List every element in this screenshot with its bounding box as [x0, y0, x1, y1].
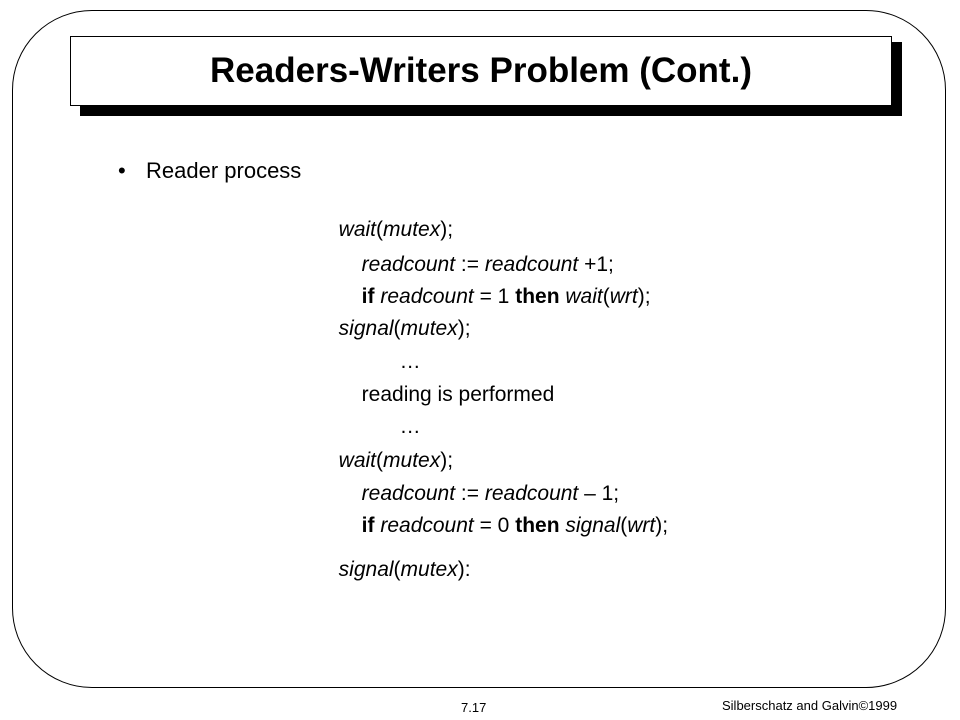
code-token: wrt — [627, 514, 656, 537]
code-token: readcount — [380, 285, 474, 308]
page-number: 7.17 — [461, 700, 487, 715]
bullet-label: Reader process — [146, 158, 302, 183]
code-token: ( — [376, 449, 384, 472]
code-line-3: if readcount = 1 then wait(wrt); — [350, 265, 651, 307]
code-token: ); — [457, 317, 471, 340]
code-keyword: if — [361, 514, 381, 537]
code-token: signal — [565, 514, 621, 537]
code-token: = 0 — [473, 514, 516, 537]
code-token: +1; — [578, 253, 614, 276]
code-token: ( — [602, 285, 610, 308]
code-token: wait — [565, 285, 603, 308]
code-token: wait — [338, 218, 377, 241]
code-keyword: then — [515, 285, 566, 308]
code-token: readcount — [361, 253, 456, 276]
code-token: readcount — [380, 514, 474, 537]
code-line-11: signal(mutex): — [327, 538, 471, 580]
code-token: readcount — [361, 482, 456, 505]
code-line-2: readcount := readcount +1; — [350, 233, 614, 275]
code-ellipsis: … — [399, 415, 421, 438]
code-ellipsis: … — [399, 350, 421, 373]
code-token: signal — [338, 317, 394, 340]
code-token: ( — [393, 558, 401, 581]
code-token: mutex — [400, 558, 458, 581]
code-line-7: … — [388, 395, 421, 437]
code-token: signal — [338, 558, 394, 581]
code-line-1: wait(mutex); — [327, 198, 453, 240]
code-token: readcount — [484, 482, 579, 505]
code-line-5: … — [388, 330, 421, 372]
code-token: mutex — [400, 317, 458, 340]
code-token: := — [455, 253, 485, 276]
code-token: mutex — [383, 449, 441, 472]
code-line-6: reading is performed — [350, 363, 555, 406]
code-token: readcount — [484, 253, 579, 276]
title-box: Readers-Writers Problem (Cont.) — [70, 36, 892, 106]
code-keyword: if — [361, 285, 381, 308]
code-token: wait — [338, 449, 377, 472]
code-token: := — [455, 482, 485, 505]
slide-frame — [12, 10, 946, 688]
code-line-9: readcount := readcount – 1; — [350, 462, 619, 504]
code-token: ): — [457, 558, 471, 581]
slide-title: Readers-Writers Problem (Cont.) — [210, 51, 752, 90]
code-line-4: signal(mutex); — [327, 297, 471, 339]
code-token: ); — [655, 514, 669, 537]
code-token: – 1; — [578, 482, 620, 505]
code-token: ); — [637, 285, 651, 308]
code-token: ); — [440, 449, 454, 472]
code-token: = 1 — [473, 285, 516, 308]
code-keyword: then — [515, 514, 566, 537]
copyright-notice: Silberschatz and Galvin©1999 — [722, 698, 898, 713]
code-token: ( — [393, 317, 401, 340]
code-line-8: wait(mutex); — [327, 429, 453, 471]
code-token: wrt — [609, 285, 638, 308]
code-token: reading is performed — [361, 383, 555, 406]
code-token: mutex — [383, 218, 441, 241]
code-token: ( — [620, 514, 628, 537]
code-token: ); — [440, 218, 454, 241]
bullet-dot: • — [118, 158, 126, 183]
code-token: ( — [376, 218, 384, 241]
code-line-10: if readcount = 0 then signal(wrt); — [350, 494, 668, 536]
